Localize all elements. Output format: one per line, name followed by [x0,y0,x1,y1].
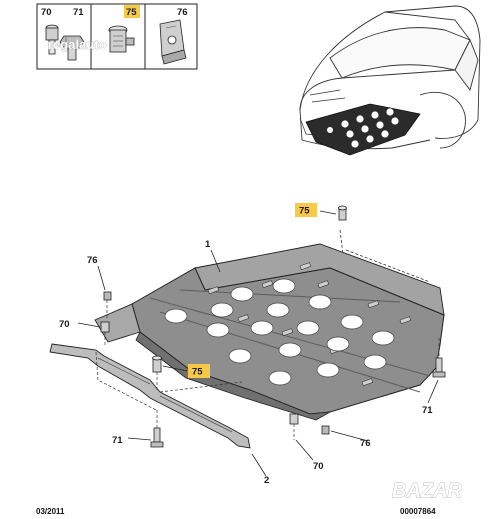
callout-clip-76-left: 76 [87,255,98,266]
vehicle-underbody-shield [305,103,421,156]
clip-76-left [103,291,112,318]
legend-code-71: 71 [73,7,84,18]
nut-and-bolt-icon [45,24,85,61]
skid-plate [94,229,445,421]
screw-75-mid [152,355,162,392]
callout-part-2: 2 [264,475,269,486]
screw-75-top [338,205,347,221]
callout-bolt-71-right: 71 [422,405,433,416]
screw-icon [108,25,135,53]
leader-lines [77,210,439,477]
legend-highlight-box [124,5,140,18]
clip-76-right [321,425,330,435]
legend-code-70: 70 [41,7,52,18]
footer-reference: 00007864 [400,507,436,516]
footer-date: 03/2011 [36,507,65,516]
callout-nut-70-right: 70 [313,461,324,472]
callout-screw-75-mid: 75 [192,367,203,378]
bolt-71-left [150,410,164,448]
skid-plate-holes [164,278,395,386]
callout-bolt-71-left: 71 [112,435,123,446]
legend-code-75: 75 [126,7,137,18]
bolt-71-right [432,338,446,378]
clip-icon [159,19,187,65]
callout-screw-75-top: 75 [299,206,310,217]
nut-70-left [100,321,110,346]
callout-highlight-75-top [295,203,317,217]
watermark-bazar: BAZAR [392,480,463,502]
callout-part-1: 1 [205,239,211,250]
watermark-regalauto: regalauto [48,37,107,52]
legend-code-76: 76 [177,7,188,18]
parts-legend: 70 71 75 76 [36,3,198,70]
nut-70-right [289,413,299,440]
lower-bracket [49,343,251,449]
vehicle-location-illustration [299,5,481,150]
callout-clip-76-right: 76 [360,438,371,449]
callout-highlight-75-mid [188,364,210,378]
callout-nut-70-left: 70 [59,319,70,330]
